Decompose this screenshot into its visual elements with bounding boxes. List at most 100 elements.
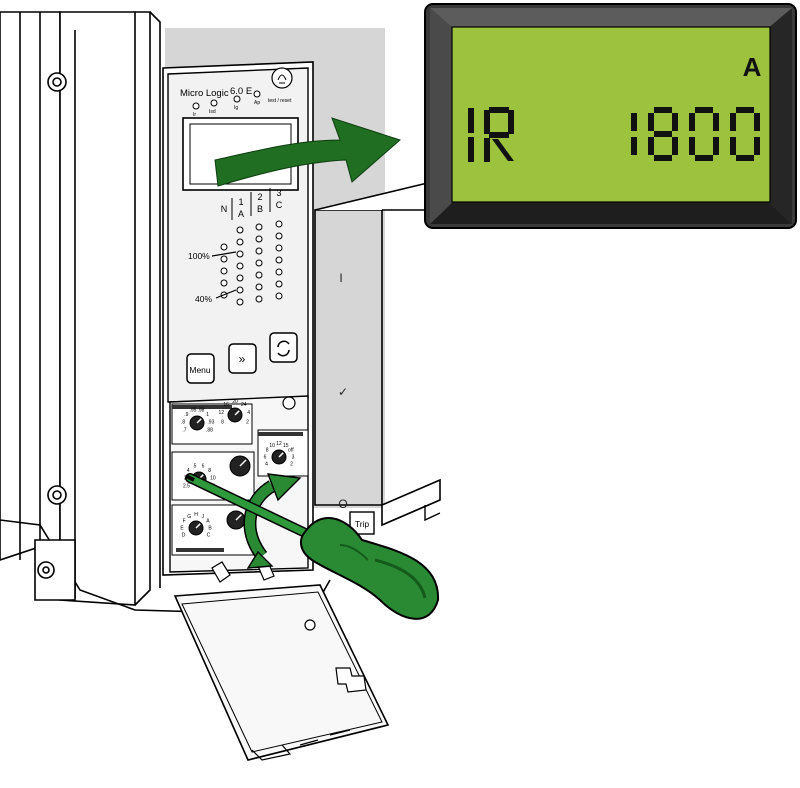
dial-scale-label: 24 — [241, 402, 247, 408]
reset-button[interactable] — [269, 332, 298, 363]
model-label: 6.0 E — [230, 86, 252, 97]
zoom-arrow — [214, 117, 401, 187]
bargraph-led — [236, 298, 244, 306]
dial-scale-label: off — [288, 448, 294, 454]
lcd-digit — [631, 113, 637, 155]
lcd-segment — [695, 155, 713, 161]
lcd-segment — [754, 137, 760, 155]
bargraph-led — [220, 279, 228, 287]
dial-scale-label: .98 — [198, 408, 205, 414]
led-label-isd: Isd — [209, 109, 216, 115]
lcd-digit — [689, 107, 719, 161]
lcd-segment — [672, 137, 678, 155]
phase-1-letter: A — [238, 209, 244, 219]
lcd-segment — [654, 155, 672, 161]
dial-scale-label: 4 — [265, 461, 268, 467]
dial-scale-label: G — [187, 514, 191, 520]
dial-scale-label: 16 — [223, 402, 229, 408]
lcd-segment — [713, 113, 719, 131]
lcd-parameter — [468, 107, 514, 162]
lcd-segment — [689, 137, 695, 155]
dial-scale-label: .7 — [182, 427, 186, 433]
bargraph-led — [236, 226, 244, 234]
lcd-glyph — [468, 108, 474, 162]
dial-scale-label: 2 — [246, 419, 249, 425]
trip-button[interactable]: Trip — [349, 511, 375, 535]
bargraph-led — [275, 256, 283, 264]
bargraph-led — [236, 286, 244, 294]
bargraph-led — [255, 223, 263, 231]
trip-label: Trip — [355, 519, 370, 529]
dial-scale-label: 5 — [194, 464, 197, 470]
lcd-segment — [654, 131, 672, 137]
bargraph-led — [236, 274, 244, 282]
dial-scale-label: 12 — [219, 410, 225, 416]
cover-hole — [282, 396, 296, 410]
bargraph-led — [220, 255, 228, 263]
phase-1-label: 1 — [238, 197, 243, 207]
dial-scale-label: 8 — [208, 468, 211, 474]
bargraph-led — [275, 280, 283, 288]
dial-scale-label: .88 — [206, 427, 213, 433]
cover-latch — [335, 667, 367, 693]
open-cover — [173, 584, 390, 761]
lcd-segment — [672, 113, 678, 131]
lcd-segment — [754, 113, 760, 131]
screwdriver — [185, 473, 440, 620]
led-label-ig: Ig — [234, 105, 238, 111]
dial-scale-label: F — [183, 519, 186, 525]
dial-scale-label: B — [208, 526, 212, 532]
rotary-dial[interactable] — [226, 510, 246, 530]
bargraph-led — [236, 238, 244, 246]
lcd-segment — [736, 107, 754, 113]
position-mark-on: I — [339, 271, 342, 285]
bargraph-led — [255, 259, 263, 267]
lcd-segment — [631, 113, 637, 131]
bargraph-led — [275, 244, 283, 252]
rotary-dial[interactable] — [229, 455, 251, 477]
lcd-segment — [730, 113, 736, 131]
rotary-dials: .7.8.9.95.981.93.88812162024422.53456810… — [180, 399, 294, 538]
dial-scale-label: 10 — [210, 475, 216, 481]
lcd-digit — [648, 107, 678, 161]
dial-scale-label: 15 — [283, 443, 289, 449]
dial-scale-label: 12 — [276, 441, 282, 447]
breaker-faceplate: I ✓ O — [314, 178, 441, 527]
lcd-unit: A — [743, 52, 762, 82]
dial-scale-label: 20 — [232, 399, 238, 405]
dial-scale-label: .95 — [190, 408, 197, 414]
rotary-dial[interactable]: .7.8.9.95.981.93.88 — [181, 408, 215, 434]
lcd-screen — [451, 26, 771, 203]
bargraph-led — [236, 250, 244, 258]
bargraph-led — [236, 262, 244, 270]
phase-header: N 1 A 2 B 3 C — [221, 188, 283, 219]
bargraph-led — [275, 220, 283, 228]
bargraph-led — [220, 243, 228, 251]
dial-scale-label: 6 — [202, 464, 205, 470]
svg-text:Menu: Menu — [189, 365, 211, 375]
dial-scale-label: .9 — [184, 412, 188, 418]
dial-scale-label: 2 — [290, 461, 293, 467]
phase-n-label: N — [221, 204, 228, 214]
phase-3-letter: C — [276, 200, 283, 210]
led-label-ap: Ap — [254, 100, 260, 106]
lcd-glyph — [484, 107, 514, 162]
next-button[interactable]: » — [228, 343, 257, 374]
breaker-body — [0, 11, 331, 616]
dial-scale-label: 6 — [264, 455, 267, 461]
phase-3-label: 3 — [276, 188, 281, 198]
bargraph-led — [275, 232, 283, 240]
bargraph-led — [255, 247, 263, 255]
lcd-value — [631, 107, 760, 161]
position-mark-off: O — [338, 497, 347, 511]
menu-button[interactable]: Menu — [186, 353, 215, 384]
bargraph-led — [255, 295, 263, 303]
dial-scale-label: C — [207, 532, 211, 538]
phase-2-letter: B — [257, 204, 263, 214]
bargraph-led — [255, 271, 263, 279]
brand-label: Micro Logic — [180, 88, 229, 99]
lcd-segment — [713, 137, 719, 155]
